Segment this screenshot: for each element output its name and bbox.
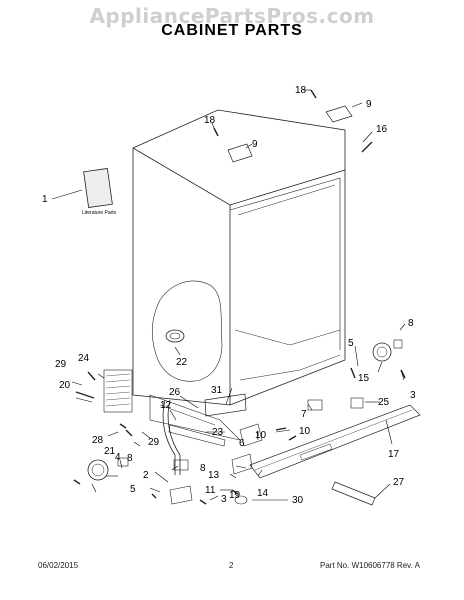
callout-13: 13: [208, 470, 220, 481]
cabinet-cutaway: [151, 280, 223, 382]
callout-3: 3: [410, 390, 416, 401]
bracket-31: [204, 393, 247, 417]
callout-9-mid: 9: [252, 139, 258, 150]
page-title: CABINET PARTS: [161, 22, 303, 39]
callout-29-right: 29: [148, 437, 160, 448]
callout-8-mid: 8: [200, 463, 206, 474]
hinge-bracket-lower: [169, 485, 193, 505]
footer-page-number: 2: [229, 561, 234, 570]
top-hinge-right: [325, 105, 353, 123]
callout-14: 14: [257, 488, 269, 499]
callout-8-left: 8: [127, 453, 133, 464]
bracket-23: [168, 424, 226, 447]
leader-lines: [51, 89, 406, 501]
callout-15: 15: [358, 373, 370, 384]
drain-tube: [162, 399, 176, 475]
callout-27: 27: [393, 477, 405, 488]
front-wheel-right: [372, 342, 392, 362]
cabinet-outline: [132, 109, 346, 406]
callout-6: 6: [239, 438, 245, 449]
callout-7: 7: [301, 409, 307, 420]
callout-28: 28: [92, 435, 104, 446]
callout-2: 2: [143, 470, 149, 481]
roller-22: [165, 329, 185, 343]
bottom-rail: [149, 394, 241, 441]
literature-booklet: [83, 168, 113, 208]
callout-5: 5: [348, 338, 354, 349]
callout-17: 17: [388, 449, 400, 460]
callout-21: 21: [104, 446, 116, 457]
literature-parts-label: Literature Parts: [82, 210, 117, 216]
callout-30: 30: [292, 495, 304, 506]
front-wheel-left: [87, 459, 109, 481]
callout-29-left: 29: [55, 359, 67, 370]
callout-23: 23: [212, 427, 224, 438]
water-filter: [331, 481, 376, 506]
callout-1: 1: [42, 194, 48, 205]
callout-9-top: 9: [366, 99, 372, 110]
callout-10-right: 10: [299, 426, 311, 437]
callout-18-top: 18: [295, 85, 307, 96]
callout-8: 8: [408, 318, 414, 329]
callout-labels: 1 2 3 3 4 5 5 6 7 8 8 8 9 9 10 10 11 12 …: [42, 85, 416, 506]
callout-19: 19: [229, 490, 241, 501]
callout-31: 31: [211, 385, 223, 396]
callout-20: 20: [59, 380, 71, 391]
callout-3-lower: 3: [221, 494, 227, 505]
footer-part-number: Part No. W10606778 Rev. A: [320, 561, 420, 570]
callout-26: 26: [169, 387, 181, 398]
watermark: AppliancePartsPros.com: [89, 4, 375, 28]
front-rail: [249, 404, 421, 479]
callout-22: 22: [176, 357, 188, 368]
callout-25: 25: [378, 397, 390, 408]
callout-5-lower: 5: [130, 484, 136, 495]
footer-date: 06/02/2015: [38, 561, 79, 570]
callout-11: 11: [205, 485, 216, 496]
callout-18-mid: 18: [204, 115, 216, 126]
vent-panel: [103, 369, 133, 413]
callout-10-left: 10: [255, 430, 267, 441]
callout-12: 12: [160, 400, 172, 411]
top-hinge-left: [227, 143, 253, 163]
callout-24: 24: [78, 353, 90, 364]
callout-4: 4: [115, 452, 121, 463]
callout-16: 16: [376, 124, 388, 135]
